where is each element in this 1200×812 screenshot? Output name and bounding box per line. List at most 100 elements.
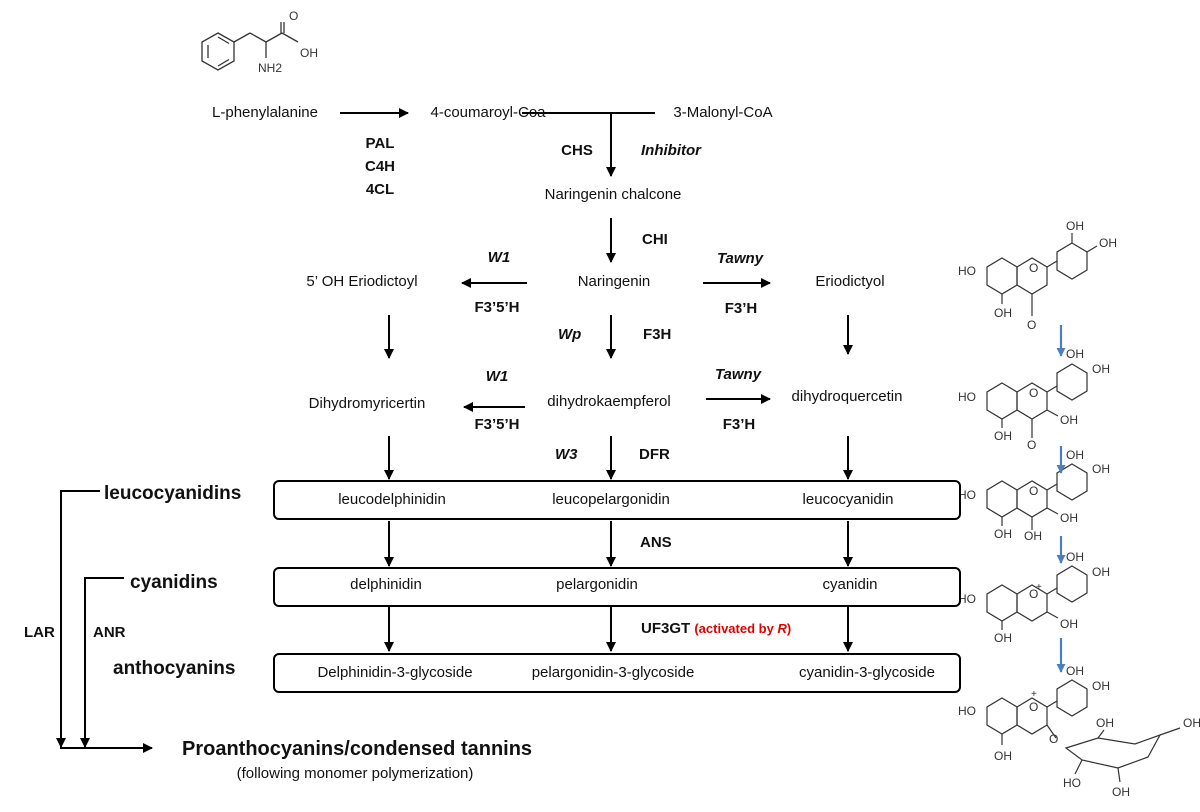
delphinidin-label: delphinidin: [350, 576, 422, 593]
svg-text:OH: OH: [994, 749, 1012, 763]
svg-text:OH: OH: [1066, 664, 1084, 678]
oh-eriodictoyl-label: 5’ OH Eriodictoyl: [306, 273, 418, 290]
svg-text:OH: OH: [1024, 529, 1042, 543]
uf3gt-activation-note: (activated by: [694, 621, 778, 636]
class-cyanidins: cyanidins: [130, 572, 218, 593]
naringenin-label: Naringenin: [577, 273, 651, 290]
svg-text:O: O: [1029, 386, 1038, 400]
phe-oh-label: OH: [300, 46, 318, 60]
svg-text:OH: OH: [1060, 617, 1078, 631]
svg-text:OH: OH: [1066, 347, 1084, 361]
enzyme-4cl: 4CL: [365, 181, 395, 198]
svg-text:O: O: [1049, 732, 1058, 746]
anr-route: [80, 577, 124, 748]
naringenin-chalcone-label: Naringenin chalcone: [544, 186, 682, 203]
proanthocyanins-label: Proanthocyanins/condensed tannins: [182, 738, 533, 760]
phe-o-label: O: [289, 9, 298, 23]
svg-text:HO: HO: [958, 390, 976, 404]
svg-text:O: O: [1029, 261, 1038, 275]
dihydrokaempferol-label: dihydrokaempferol: [547, 393, 671, 410]
svg-text:HO: HO: [958, 488, 976, 502]
enzyme-c4h: C4H: [364, 158, 396, 175]
svg-text:OH: OH: [1183, 716, 1200, 730]
leucopelargonidin-label: leucopelargonidin: [552, 491, 670, 508]
svg-text:O: O: [1029, 700, 1038, 714]
enzyme-f35h-b: F3’5’H: [474, 416, 520, 433]
svg-text:OH: OH: [994, 429, 1012, 443]
proanthocyanins-note: (following monomer polymerization): [236, 765, 474, 782]
svg-text:HO: HO: [1063, 776, 1081, 790]
malonyl-coa-label: 3-Malonyl-CoA: [673, 104, 773, 121]
leucodelphinidin-label: leucodelphinidin: [338, 491, 446, 508]
enzyme-dfr: DFR: [639, 446, 670, 463]
class-anthocyanins: anthocyanins: [113, 658, 236, 679]
svg-text:OH: OH: [1092, 565, 1110, 579]
gene-wp: Wp: [558, 326, 582, 343]
inhibitor-label: Inhibitor: [641, 142, 701, 159]
svg-text:OH: OH: [1092, 362, 1110, 376]
coumaroyl-coa-label: 4-coumaroyl-Coa: [430, 104, 546, 121]
svg-text:O: O: [1027, 438, 1036, 452]
svg-text:HO: HO: [958, 704, 976, 718]
gene-tawny-a: Tawny: [716, 250, 764, 267]
anthocyanidin-box: [273, 567, 961, 607]
svg-text:O: O: [1029, 587, 1038, 601]
phenylalanine-structure: OH O NH2: [201, 9, 318, 75]
svg-text:OH: OH: [1092, 462, 1110, 476]
pelargonidin-label: pelargonidin: [556, 576, 638, 593]
svg-text:OH: OH: [994, 527, 1012, 541]
svg-text:OH: OH: [994, 306, 1012, 320]
phenylalanine-label: L-phenylalanine: [212, 104, 318, 121]
leucocyanidin-label: leucocyanidin: [802, 491, 894, 508]
gene-w3: W3: [555, 446, 578, 463]
enzyme-anr: ANR: [93, 624, 126, 641]
svg-text:OH: OH: [1099, 236, 1117, 250]
cyanidin-structure: [986, 565, 1088, 630]
svg-text:OH: OH: [1066, 448, 1084, 462]
enzyme-uf3gt-line: UF3GT (activated by R): [641, 620, 791, 638]
lar-route: [56, 490, 100, 748]
enzyme-f3h-a: F3’H: [724, 300, 758, 317]
svg-text:OH: OH: [1096, 716, 1114, 730]
phe-nh2-label: NH2: [258, 61, 282, 75]
enzyme-f3h-b: F3’H: [722, 416, 756, 433]
enzyme-f3h: F3H: [643, 326, 672, 343]
svg-text:OH: OH: [994, 631, 1012, 645]
cyanidin-glycoside-label: cyanidin-3-glycoside: [799, 664, 935, 681]
svg-text:O: O: [1027, 318, 1036, 332]
close-paren: ): [786, 621, 792, 636]
enzyme-pal: PAL: [365, 135, 395, 152]
class-leucocyanidins: leucocyanidins: [104, 483, 242, 504]
gene-tawny-b: Tawny: [714, 366, 762, 383]
eriodictyol-label: Eriodictyol: [815, 273, 885, 290]
svg-text:OH: OH: [1060, 413, 1078, 427]
svg-text:HO: HO: [958, 592, 976, 606]
enzyme-chs: CHS: [561, 142, 593, 159]
svg-text:O: O: [1029, 484, 1038, 498]
enzyme-lar: LAR: [24, 624, 55, 641]
structure-column: OH OH HO O OH O OH OH HO O OH OH O OH OH…: [958, 219, 1200, 799]
cyanidin-label: cyanidin: [822, 576, 878, 593]
enzyme-f35h-a: F3’5’H: [474, 299, 520, 316]
svg-text:OH: OH: [1092, 679, 1110, 693]
svg-text:HO: HO: [958, 264, 976, 278]
svg-text:+: +: [1036, 582, 1042, 593]
svg-text:OH: OH: [1066, 550, 1084, 564]
svg-text:OH: OH: [1066, 219, 1084, 233]
gene-w1-b: W1: [485, 368, 509, 385]
dihydromyricertin-label: Dihydromyricertin: [308, 395, 426, 412]
cyanidin-glycoside-structure: [986, 679, 1181, 783]
eriodictyol-structure: [986, 233, 1098, 316]
svg-text:OH: OH: [1112, 785, 1130, 799]
dihydroquercetin-label: dihydroquercetin: [791, 388, 903, 405]
enzyme-chi: CHI: [642, 231, 668, 248]
delphinidin-glycoside-label: Delphinidin-3-glycoside: [317, 664, 473, 681]
svg-text:OH: OH: [1060, 511, 1078, 525]
enzyme-uf3gt: UF3GT: [641, 620, 691, 637]
glycoside-box: [273, 653, 961, 693]
pelargonidin-glycoside-label: pelargonidin-3-glycoside: [531, 664, 695, 681]
svg-text:+: +: [1031, 689, 1037, 700]
gene-w1-a: W1: [487, 249, 511, 266]
dihydroquercetin-structure: [986, 363, 1088, 438]
